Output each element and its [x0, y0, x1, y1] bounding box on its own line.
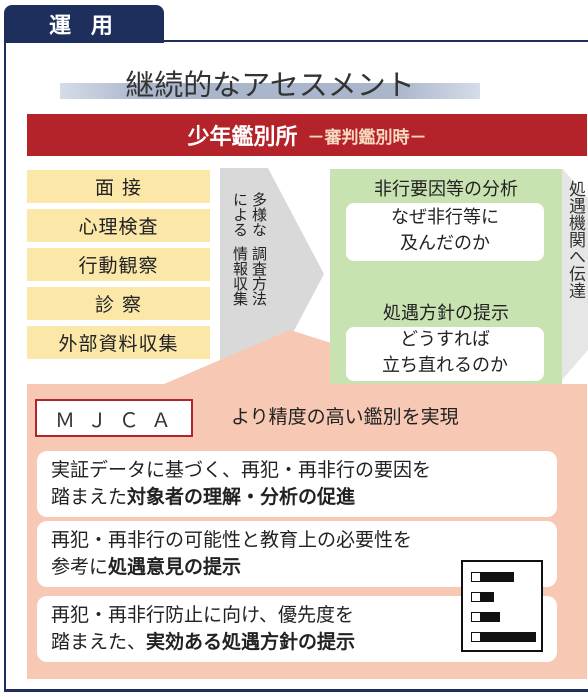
- benefit-item-1: 実証データに基づく、再犯・再非行の要因を 踏まえた対象者の理解・分析の促進: [37, 451, 557, 517]
- treatment-question: どうすれば 立ち直れるのか: [346, 327, 544, 381]
- method-label-col1: 多様な: [250, 192, 268, 237]
- benefit-3-emphasis: 実効ある処遇方針の提示: [146, 631, 356, 653]
- section-tab: 運 用: [4, 5, 164, 43]
- benefit-1-emphasis: 対象者の理解・分析の促進: [127, 486, 356, 508]
- benefit-1-line1: 実証データに基づく、再犯・再非行の要因を: [51, 459, 432, 481]
- method-label-col0: による: [231, 192, 249, 237]
- analysis-question-line2: 及んだのか: [400, 233, 490, 254]
- method-label-col2: 調査方法: [250, 246, 268, 306]
- benefit-1-lead: 踏まえた: [51, 486, 128, 508]
- handoff-label: 処遇機関へ伝達: [565, 180, 585, 299]
- benefit-2-lead: 参考に: [51, 556, 109, 578]
- method-examination: 診 察: [27, 287, 210, 320]
- treatment-question-line1: どうすれば: [400, 329, 490, 350]
- facility-stage: －審判鑑別時－: [307, 127, 427, 148]
- output-arrow: [562, 168, 588, 380]
- facility-name: 少年鑑別所: [187, 125, 298, 150]
- analysis-question: なぜ非行等に 及んだのか: [346, 203, 544, 261]
- document-checklist-icon: [461, 560, 543, 652]
- analysis-heading: 非行要因等の分析: [374, 179, 518, 200]
- analysis-panel: 非行要因等の分析 なぜ非行等に 及んだのか 処遇方針の提示 どうすれば 立ち直れ…: [330, 169, 562, 387]
- page-title: 継続的なアセスメント: [125, 68, 415, 102]
- mjca-caption: より精度の高い鑑別を実現: [231, 406, 459, 428]
- analysis-question-line1: なぜ非行等に: [391, 207, 499, 228]
- method-label-col3: 情報収集: [231, 246, 249, 306]
- benefit-3-line1: 再犯・再非行防止に向け、優先度を: [51, 604, 355, 626]
- benefit-2-line1: 再犯・再非行の可能性と教育上の必要性を: [51, 529, 413, 551]
- method-external-records: 外部資料収集: [27, 326, 210, 359]
- method-label: 多様な による 調査方法 情報収集: [224, 192, 274, 362]
- title-underline: [60, 83, 480, 99]
- method-psych-test: 心理検査: [27, 209, 210, 242]
- benefit-2-emphasis: 処遇意見の提示: [108, 556, 242, 578]
- benefit-3-lead: 踏まえた、: [51, 631, 147, 653]
- arrow-right-icon: [220, 168, 324, 380]
- facility-banner: 少年鑑別所 －審判鑑別時－: [27, 114, 587, 156]
- mjca-label: ＭＪＣＡ: [35, 399, 193, 437]
- treatment-question-line2: 立ち直れるのか: [382, 355, 508, 376]
- method-interview: 面 接: [27, 170, 210, 203]
- treatment-heading: 処遇方針の提示: [383, 303, 509, 324]
- method-observation: 行動観察: [27, 248, 210, 281]
